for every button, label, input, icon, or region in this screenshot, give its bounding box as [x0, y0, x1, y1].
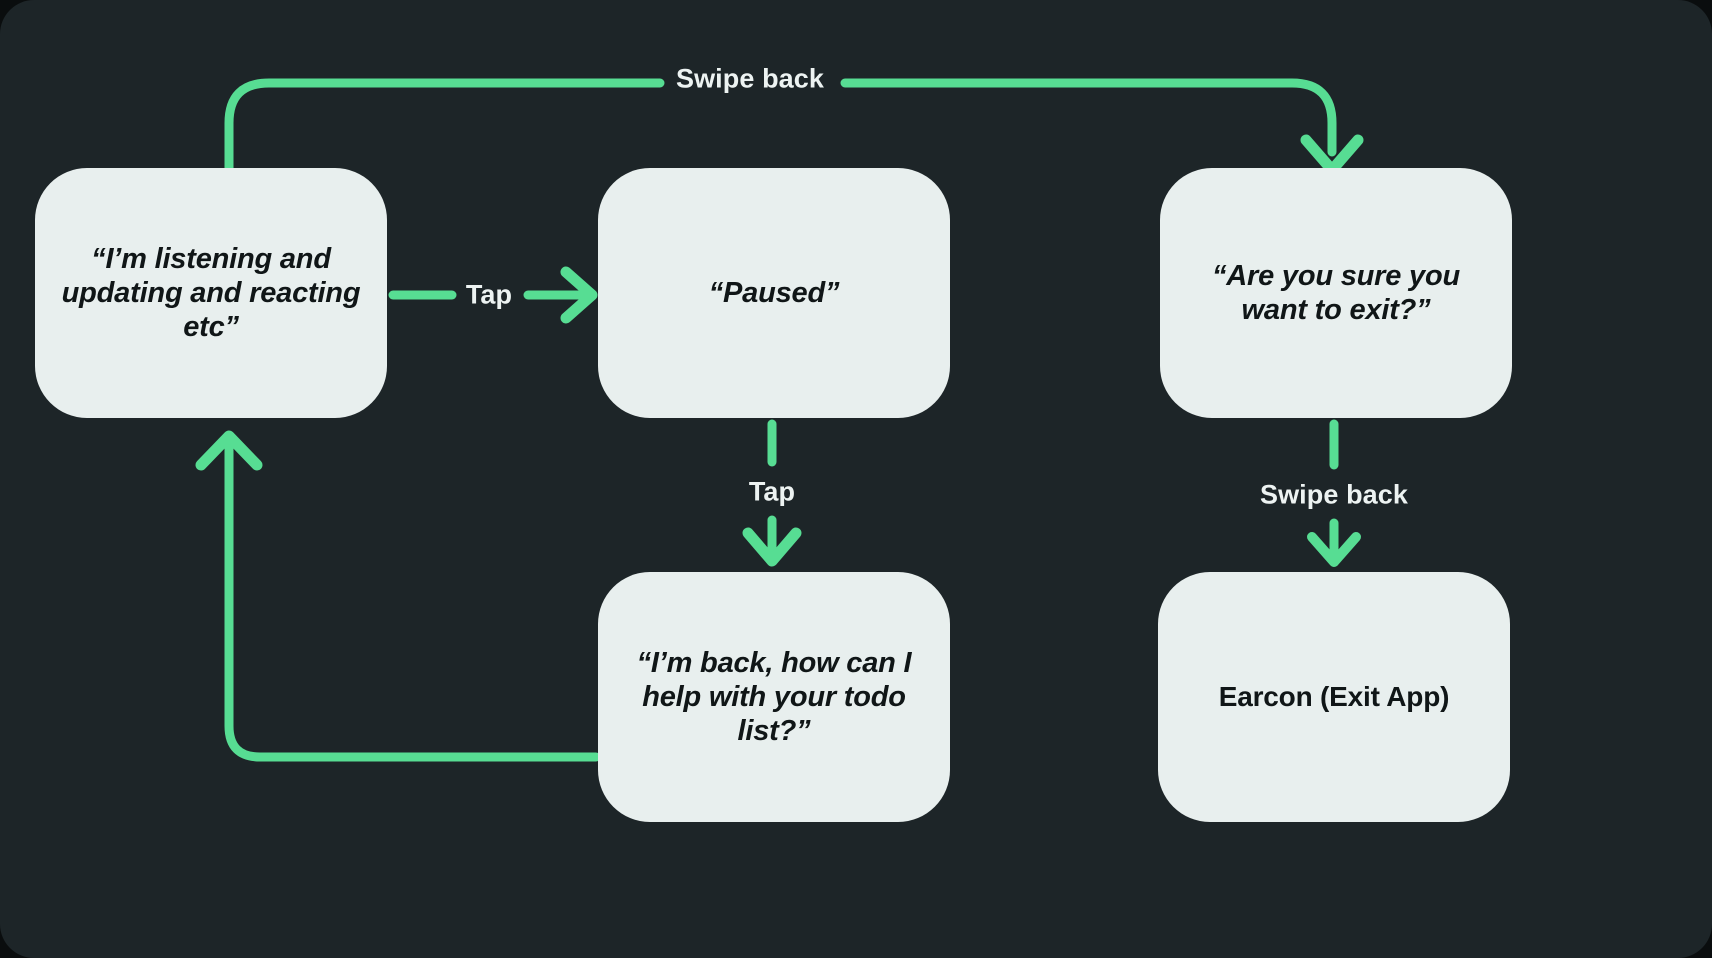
edge-label-tap-paused-to-back: Tap [748, 476, 796, 507]
node-listening-label: “I’m listening and updating and reacting… [61, 242, 361, 344]
node-earcon[interactable]: Earcon (Exit App) [1158, 572, 1510, 822]
edge-back-to-listening [195, 430, 601, 762]
edge-listening-to-paused [388, 266, 598, 324]
edge-paused-to-back [742, 419, 802, 567]
node-back-label: “I’m back, how can I help with your todo… [636, 646, 912, 748]
node-confirm-label: “Are you sure you want to exit?” [1212, 259, 1460, 326]
edge-listening-to-confirm [224, 78, 1364, 177]
edge-label-swipe-back-top: Swipe back [675, 63, 825, 94]
edge-label-tap-listening-to-paused: Tap [465, 279, 513, 310]
node-paused-label: “Paused” [708, 276, 840, 309]
node-earcon-label: Earcon (Exit App) [1218, 681, 1450, 713]
node-back[interactable]: “I’m back, how can I help with your todo… [598, 572, 950, 822]
edge-label-swipe-back-confirm-to-earcon: Swipe back [1259, 479, 1409, 510]
node-confirm[interactable]: “Are you sure you want to exit?” [1160, 168, 1512, 418]
node-paused[interactable]: “Paused” [598, 168, 950, 418]
edge-confirm-to-earcon [1307, 419, 1361, 567]
node-listening[interactable]: “I’m listening and updating and reacting… [35, 168, 387, 418]
